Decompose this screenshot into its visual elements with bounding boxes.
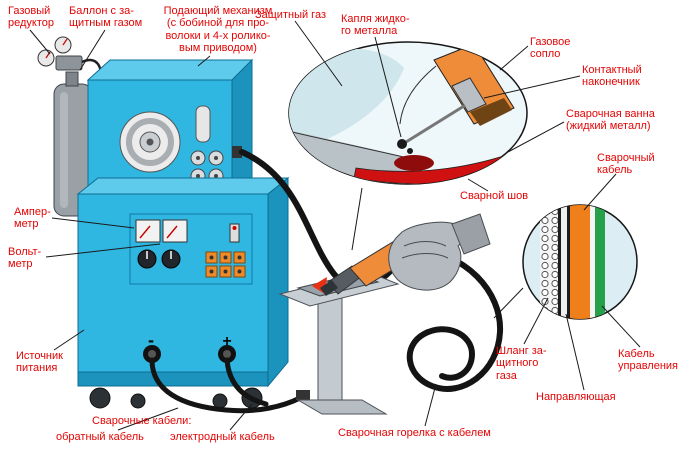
welding-table (278, 271, 400, 415)
contact-tip (451, 77, 487, 113)
gas-hose-layer (540, 205, 558, 319)
label-gas-nozzle: Газовое сопло (530, 36, 571, 61)
power-switch[interactable] (229, 223, 240, 243)
label-metal-drop: Капля жидко- го металла (341, 13, 410, 38)
ground-clamp (296, 390, 310, 400)
control-cable-layer (595, 205, 605, 319)
power-source-unit: - + (76, 176, 290, 409)
weld-pool (394, 155, 434, 171)
label-weld-seam: Сварной шов (460, 190, 529, 202)
label-welding-cable: Сварочный кабель (597, 152, 655, 177)
label-shielding-gas: Защитный газ (255, 9, 326, 21)
voltmeter-display (162, 219, 188, 243)
return-cable (149, 357, 303, 414)
label-welding-cables-title: Сварочные кабели: (92, 415, 192, 427)
label-guide: Направляющая (536, 391, 616, 403)
terminal-plus-label: + (222, 333, 231, 350)
torch-cable-loop (406, 245, 504, 392)
welding-cable-layer (570, 205, 590, 319)
electrode-cable (224, 357, 269, 407)
electrode-wire (404, 104, 466, 144)
nozzle-opening (470, 98, 512, 126)
wire-liner (195, 105, 211, 143)
label-torch: Сварочная горелка с кабелем (338, 427, 491, 439)
shielding-gas-cloud (289, 48, 404, 150)
label-gas-reducer: Газовый редуктор (8, 5, 54, 30)
welder-hand (388, 213, 491, 291)
label-power-source: Источник питания (16, 350, 63, 375)
connector-block (205, 251, 246, 278)
cable-cross-section-inset (522, 204, 638, 320)
label-gas-hose: Шланг за- щитного газа (496, 345, 547, 382)
label-voltmeter: Вольт- метр (8, 246, 42, 271)
torch-nozzle-tip (320, 280, 338, 296)
leader-lines (29, 20, 641, 431)
label-weld-pool: Сварочная ванна (жидкий металл) (566, 108, 655, 133)
torch-connector (232, 146, 242, 158)
gas-cylinder (53, 71, 93, 217)
label-return-cable: обратный кабель (56, 431, 144, 443)
label-electrode-cable: электродный кабель (170, 431, 275, 443)
terminal-minus-label: - (148, 330, 154, 350)
ammeter-display (135, 219, 161, 243)
label-ammeter: Ампер- метр (14, 206, 51, 231)
gas-reducer (37, 36, 103, 91)
label-gas-cylinder: Баллон с за- щитным газом (69, 5, 143, 30)
metal-droplet (397, 139, 407, 149)
label-contact-tip: Контактный наконечник (582, 64, 642, 89)
process-inset-oval (288, 41, 528, 185)
gas-flow-line (399, 65, 437, 125)
label-control-cable: Кабель управления (618, 348, 678, 373)
glove-cuff (451, 213, 491, 255)
label-feeder: Подающий механизм (с бобиной для про- во… (163, 5, 273, 54)
guide-layer (561, 205, 567, 319)
